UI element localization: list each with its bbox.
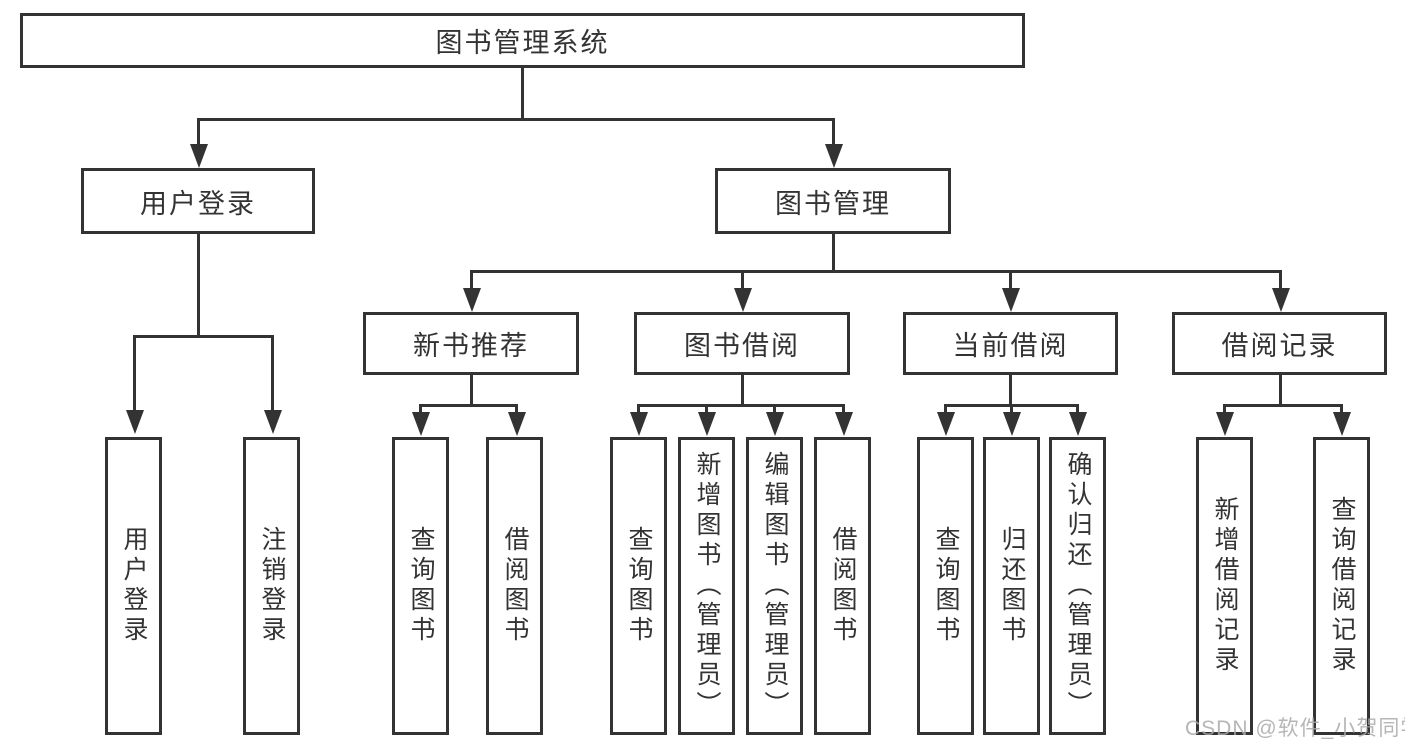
leaf-borrow-books: 借阅图书 <box>814 437 871 735</box>
node-book-borrowing-label: 图书借阅 <box>684 331 800 361</box>
connector-line <box>832 234 835 270</box>
connector-line <box>133 335 274 338</box>
arrow-down-icon <box>190 144 208 168</box>
leaf-logout: 注销登录 <box>243 437 300 735</box>
leaf-borrow-books-recommend-label: 借阅图书 <box>501 526 529 646</box>
connector-line <box>1279 375 1282 404</box>
leaf-add-book-admin-label: 新增图书（管理员） <box>693 451 721 721</box>
leaf-query-books-current-label: 查询图书 <box>932 526 960 646</box>
connector-line <box>515 404 518 414</box>
connector-line <box>1076 404 1079 414</box>
connector-line <box>842 404 845 414</box>
connector-line <box>1279 270 1282 290</box>
leaf-confirm-return-admin-label: 确认归还（管理员） <box>1064 451 1092 721</box>
node-book-management-label: 图书管理 <box>775 188 891 219</box>
connector-line <box>419 404 422 414</box>
connector-line <box>741 375 744 404</box>
connector-line <box>1340 404 1343 414</box>
connector-line <box>1009 375 1012 404</box>
csdn-watermark: CSDN @软件_小贺同学 <box>1185 717 1405 740</box>
leaf-query-borrow-record-label: 查询借阅记录 <box>1328 496 1356 676</box>
arrow-down-icon <box>1002 288 1020 312</box>
connector-line <box>1009 270 1012 290</box>
leaf-query-books-recommend: 查询图书 <box>392 437 449 735</box>
arrow-down-icon <box>264 410 282 434</box>
arrow-down-icon <box>1272 288 1290 312</box>
leaf-query-books-recommend-label: 查询图书 <box>407 526 435 646</box>
arrow-down-icon <box>937 412 955 436</box>
node-borrowing-records: 借阅记录 <box>1172 312 1387 375</box>
connector-line <box>637 404 845 407</box>
leaf-add-book-admin: 新增图书（管理员） <box>678 437 735 735</box>
arrow-down-icon <box>126 410 144 434</box>
connector-line <box>470 270 1282 273</box>
leaf-borrow-books-recommend: 借阅图书 <box>486 437 543 735</box>
arrow-down-icon <box>1003 412 1021 436</box>
arrow-down-icon <box>1069 412 1087 436</box>
connector-line <box>773 404 776 414</box>
leaf-edit-book-admin-label: 编辑图书（管理员） <box>761 451 789 721</box>
leaf-add-borrow-record-label: 新增借阅记录 <box>1211 496 1239 676</box>
arrow-down-icon <box>1333 412 1351 436</box>
arrow-down-icon <box>1216 412 1234 436</box>
leaf-user-login-label: 用户登录 <box>120 526 148 646</box>
connector-line <box>741 270 744 290</box>
connector-line <box>1010 404 1013 414</box>
arrow-down-icon <box>630 412 648 436</box>
leaf-query-borrow-record: 查询借阅记录 <box>1313 437 1370 735</box>
node-borrowing-records-label: 借阅记录 <box>1221 331 1338 361</box>
leaf-add-borrow-record: 新增借阅记录 <box>1196 437 1253 735</box>
node-user-login-label: 用户登录 <box>140 188 256 219</box>
connector-line <box>944 404 947 414</box>
arrow-down-icon <box>825 144 843 168</box>
leaf-logout-label: 注销登录 <box>258 526 286 646</box>
node-current-borrowing: 当前借阅 <box>903 312 1118 375</box>
node-root-system: 图书管理系统 <box>20 13 1025 68</box>
leaf-query-books-borrow: 查询图书 <box>610 437 667 735</box>
arrow-down-icon <box>412 412 430 436</box>
connector-line <box>1223 404 1226 414</box>
connector-line <box>705 404 708 414</box>
leaf-return-book-label: 归还图书 <box>998 526 1026 646</box>
node-book-management: 图书管理 <box>715 168 951 234</box>
leaf-return-book: 归还图书 <box>983 437 1040 735</box>
leaf-borrow-books-label: 借阅图书 <box>829 526 857 646</box>
arrow-down-icon <box>463 288 481 312</box>
leaf-query-books-current: 查询图书 <box>917 437 974 735</box>
connector-line <box>197 118 200 146</box>
leaf-query-books-borrow-label: 查询图书 <box>625 526 653 646</box>
leaf-user-login: 用户登录 <box>105 437 162 735</box>
node-root-label: 图书管理系统 <box>435 28 610 58</box>
connector-line <box>271 335 274 412</box>
connector-line <box>637 404 640 414</box>
node-new-book-recommend: 新书推荐 <box>363 312 579 375</box>
arrow-down-icon <box>698 412 716 436</box>
arrow-down-icon <box>734 288 752 312</box>
node-book-borrowing: 图书借阅 <box>634 312 850 375</box>
connector-line <box>470 270 473 290</box>
connector-line <box>1223 404 1343 407</box>
connector-line <box>521 68 524 118</box>
arrow-down-icon <box>508 412 526 436</box>
node-user-login: 用户登录 <box>81 168 315 234</box>
connector-line <box>832 118 835 146</box>
node-new-book-recommend-label: 新书推荐 <box>413 331 529 361</box>
connector-line <box>419 404 518 407</box>
connector-line <box>197 118 835 121</box>
leaf-confirm-return-admin: 确认归还（管理员） <box>1049 437 1106 735</box>
connector-line <box>197 234 200 335</box>
arrow-down-icon <box>766 412 784 436</box>
node-current-borrowing-label: 当前借阅 <box>952 331 1069 361</box>
leaf-edit-book-admin: 编辑图书（管理员） <box>746 437 803 735</box>
connector-line <box>470 375 473 404</box>
connector-line <box>133 335 136 412</box>
arrow-down-icon <box>835 412 853 436</box>
